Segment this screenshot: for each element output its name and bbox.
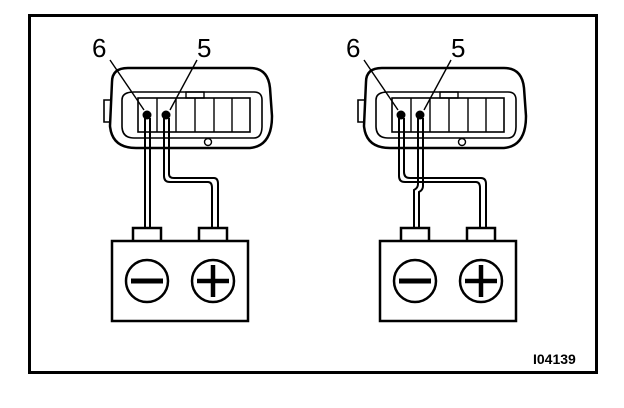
plus-sign-icon bbox=[458, 258, 504, 304]
right-leads bbox=[398, 118, 487, 230]
plus-sign-icon bbox=[190, 258, 236, 304]
terminal-6-probe bbox=[396, 110, 406, 120]
callout-5: 5 bbox=[197, 33, 211, 63]
right-probes bbox=[396, 110, 425, 120]
callout-5-leader bbox=[423, 59, 452, 111]
positive-lead-b bbox=[403, 118, 487, 230]
left-battery bbox=[110, 226, 250, 323]
side-tab bbox=[103, 99, 110, 123]
right-leaders bbox=[363, 59, 452, 111]
figure-id: I04139 bbox=[533, 351, 576, 367]
right-connector bbox=[357, 66, 528, 150]
minus-sign-icon bbox=[124, 258, 170, 304]
callout-5-leader bbox=[169, 59, 198, 111]
negative-lead-a bbox=[413, 118, 419, 230]
terminal-6-probe bbox=[142, 110, 152, 120]
left-leads bbox=[144, 118, 219, 230]
minus-sign-icon bbox=[392, 258, 438, 304]
right-battery bbox=[378, 226, 518, 323]
left-assembly: 6 5 bbox=[92, 33, 274, 323]
mounting-hole bbox=[457, 137, 467, 147]
positive-lead-b bbox=[168, 118, 219, 230]
connector-latch bbox=[439, 91, 459, 99]
connector-housing bbox=[362, 66, 528, 150]
callout-6-leader bbox=[363, 59, 399, 111]
positive-lead-a bbox=[163, 118, 213, 230]
terminal-block bbox=[137, 97, 251, 133]
left-connector bbox=[103, 66, 274, 150]
side-tab bbox=[357, 99, 364, 123]
right-assembly: 6 5 bbox=[346, 33, 528, 323]
mounting-hole bbox=[203, 137, 213, 147]
negative-lead-b bbox=[418, 118, 424, 230]
terminal-5-probe bbox=[415, 110, 425, 120]
connector-face bbox=[121, 91, 263, 139]
callout-6: 6 bbox=[92, 33, 106, 63]
positive-lead-a bbox=[398, 118, 481, 230]
connector-face bbox=[375, 91, 517, 139]
terminal-block bbox=[391, 97, 505, 133]
callout-5: 5 bbox=[451, 33, 465, 63]
connector-latch bbox=[185, 91, 205, 99]
terminal-5-probe bbox=[161, 110, 171, 120]
left-probes bbox=[142, 110, 171, 120]
left-leaders bbox=[109, 59, 198, 111]
connector-housing bbox=[108, 66, 274, 150]
callout-6: 6 bbox=[346, 33, 360, 63]
callout-6-leader bbox=[109, 59, 145, 111]
